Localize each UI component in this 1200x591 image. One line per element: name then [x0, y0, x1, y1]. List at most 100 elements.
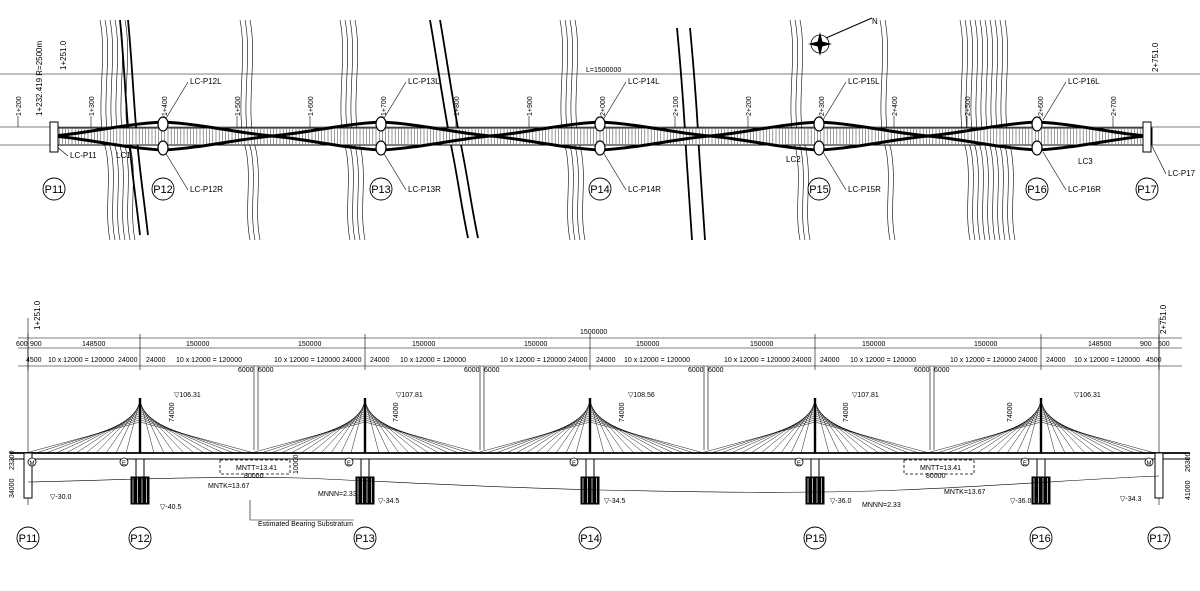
chainage-label: 1+900 [527, 96, 534, 116]
seg-dim-5: 10 x 12000 = 120000 [274, 357, 340, 364]
elevation-view: 1500000 1+251.0 2+751.0 600 900 4500 900… [9, 300, 1192, 550]
chainage-label: 1+600 [308, 96, 315, 116]
contour-line [249, 19, 261, 241]
stay-cable [95, 406, 141, 454]
chainage-label: 1+800 [454, 96, 461, 116]
seg-dim-13: 10 x 12000 = 120000 [724, 357, 790, 364]
label-lc-p15l: LC-P15L [848, 77, 880, 86]
stay-cable [250, 421, 366, 454]
mntk-left: MNTK=13.67 [208, 483, 250, 490]
bearing-mark-icon [344, 457, 354, 467]
chainage-label: 2+300 [819, 96, 826, 116]
label-lc-p17: LC-P17 [1168, 169, 1196, 178]
label-lc1: LC1 [116, 151, 131, 160]
stay-cable [139, 399, 155, 454]
pile-foundation [130, 476, 150, 505]
pier-column [360, 458, 370, 478]
stay-cable [1040, 417, 1136, 454]
seg-dim-8: 10 x 12000 = 120000 [400, 357, 466, 364]
elev-edge-600-right: 600 [1158, 341, 1170, 348]
stay-cable [589, 399, 605, 454]
stay-cable [525, 410, 591, 454]
right-dim-41000: 41000 [1185, 480, 1192, 500]
elev-total: 1500000 [580, 329, 607, 336]
pile-foundation [355, 476, 375, 505]
stay-cable [976, 410, 1042, 454]
seg-dim-3: 24000 [146, 357, 166, 364]
gap-6000-2b: 6000 [484, 367, 500, 374]
stay-cable [270, 417, 366, 454]
contour-line [349, 19, 361, 241]
stay-cable [85, 408, 141, 454]
contour-line [339, 19, 351, 241]
seg-dim-4: 10 x 12000 = 120000 [176, 357, 242, 364]
contour-line [984, 19, 996, 241]
elev-edge-4500-right: 4500 [1146, 357, 1162, 364]
pylon-height-p15: 74000 [843, 402, 850, 422]
pier-marker-icon [1135, 177, 1159, 201]
contour-line [124, 19, 136, 241]
plan-cable-fan [52, 134, 164, 152]
plan-cable-fan [599, 120, 711, 138]
bearing-mark-icon [1020, 457, 1030, 467]
plan-cable-fan [162, 120, 274, 138]
contour-line [959, 19, 971, 241]
span-dim-7: 150000 [750, 341, 773, 348]
pier-marker-icon [803, 526, 827, 550]
gap-6000-3a: 6000 [688, 367, 704, 374]
plan-cable-fan [162, 134, 274, 152]
pylon-level-p12: ▽106.31 [174, 392, 201, 399]
stay-cable [300, 410, 366, 454]
stay-cable [364, 421, 480, 454]
pier-column [810, 458, 820, 478]
stay-cable [545, 406, 591, 454]
stay-cable [364, 413, 440, 454]
label-lc-p13r: LC-P13R [408, 185, 441, 194]
pier-marker-icon [369, 177, 393, 201]
pier-marker-icon [151, 177, 175, 201]
plan-cable-fan [926, 120, 1038, 138]
stay-cable [364, 406, 410, 454]
stay-cable [535, 408, 591, 454]
bearing-mark-label: M [1147, 461, 1152, 467]
plan-cable-fan [1036, 120, 1148, 138]
elev-end-station: 2+751.0 [1159, 304, 1168, 334]
span-dim-3: 150000 [298, 341, 321, 348]
contour-line [239, 19, 251, 241]
seg-dim-14: 24000 [792, 357, 812, 364]
pier-marker-icon [1029, 526, 1053, 550]
span-dim-8: 150000 [862, 341, 885, 348]
pylon-level-p16: ▽106.31 [1074, 392, 1101, 399]
plan-pylon-leg [813, 140, 825, 156]
pier-column [585, 458, 595, 478]
contour-line [979, 19, 991, 241]
elevation-pier-label: P16 [1031, 533, 1051, 545]
plan-total-length: L=1500000 [586, 67, 621, 74]
plan-pier-label: P13 [371, 184, 391, 196]
gap-6000-3b: 6000 [708, 367, 724, 374]
stay-cable [139, 415, 225, 454]
seg-dim-11: 24000 [596, 357, 616, 364]
stay-cable [710, 419, 816, 454]
chainage-label: 2+600 [1038, 96, 1045, 116]
stay-cable [1040, 410, 1106, 454]
plan-cable-fan [489, 120, 601, 138]
stay-cable [589, 417, 685, 454]
elev-start-station: 1+251.0 [33, 300, 42, 330]
stay-cable [814, 408, 870, 454]
plan-pier-label: P16 [1027, 184, 1047, 196]
pylon-height-p16: 74000 [1007, 402, 1014, 422]
stay-cable [589, 419, 695, 454]
label-lc-p16r: LC-P16R [1068, 185, 1101, 194]
stay-cable [505, 415, 591, 454]
plan-abutment [1142, 121, 1152, 153]
stay-cable [740, 413, 816, 454]
elevation-pier-label: P13 [355, 533, 375, 545]
contour-line [999, 19, 1011, 241]
pylon-levels: ▽106.31 ▽107.81 ▽108.56 ▽107.81 ▽106.31 … [169, 392, 1101, 422]
bearing-substratum: Estimated Bearing Substratum [258, 521, 353, 528]
plan-pylon-leg [813, 116, 825, 132]
contour-line [989, 19, 1001, 241]
stay-cable [364, 410, 430, 454]
